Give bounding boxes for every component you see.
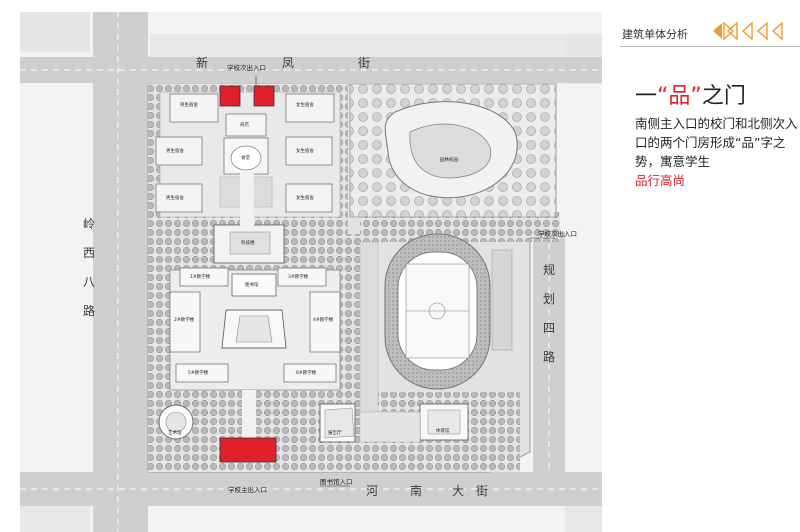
building-label: 女生宿舍 xyxy=(296,103,314,108)
building-label: 园林校园 xyxy=(440,158,458,163)
north-road-char-1: 新 xyxy=(196,56,209,70)
west-road-char-2: 西 xyxy=(82,246,95,260)
east-road-char-2: 划 xyxy=(542,292,555,306)
building-label: 6#教学楼 xyxy=(296,371,317,376)
library-entrance-label: 图书馆入口 xyxy=(320,478,353,486)
east-road-char-3: 四 xyxy=(542,321,555,335)
west-road-char-3: 八 xyxy=(82,275,95,289)
section-header: 建筑单体分析 xyxy=(612,10,800,47)
south-road-char-1: 河 xyxy=(366,484,379,498)
body-text: 南侧主入口的校门和北侧次入口的两个门房形成“品”字之势，寓意学生 xyxy=(635,116,798,169)
building-label: 商店 xyxy=(240,123,249,128)
north-road-char-3: 街 xyxy=(358,56,371,70)
site-plan-drawing xyxy=(20,12,602,532)
south-road-char-4: 街 xyxy=(476,484,489,498)
building-label: 科技楼 xyxy=(241,241,255,246)
building-label: 图书馆 xyxy=(245,283,259,288)
east-road-name: 规 划 四 路 xyxy=(542,256,556,372)
building-label: 5#教学楼 xyxy=(188,371,209,376)
east-entrance-label: 学校次出入口 xyxy=(538,230,577,238)
heading-suffix: 之门 xyxy=(701,84,746,109)
west-road-char-1: 岭 xyxy=(82,217,95,231)
north-entrance-label: 学校次出入口 xyxy=(227,64,266,72)
building-label: 1#教学楼 xyxy=(190,275,211,280)
east-road-char-1: 规 xyxy=(542,263,555,277)
body-highlight: 品行高尚 xyxy=(635,173,686,188)
heading-prefix: 一 xyxy=(635,84,658,109)
building-label: 食堂 xyxy=(241,156,250,161)
south-road-char-2: 南 xyxy=(410,484,423,498)
building-label: 艺术馆 xyxy=(168,431,182,436)
building-label: 男生宿舍 xyxy=(166,149,184,154)
building-label: 4#教学楼 xyxy=(313,318,334,323)
arrow-decoration-icon xyxy=(713,22,783,40)
header-divider xyxy=(620,46,800,47)
south-road-char-3: 大 xyxy=(452,484,465,498)
building-label: 女生宿舍 xyxy=(296,196,314,201)
description-panel: 一“品”之门 南侧主入口的校门和北侧次入口的两个门房形成“品”字之势，寓意学生品… xyxy=(635,82,800,190)
building-label: 体育馆 xyxy=(436,429,450,434)
north-road-char-2: 凤 xyxy=(282,56,295,70)
west-road-name: 岭 西 八 路 xyxy=(82,210,96,326)
building-label: 2#教学楼 xyxy=(174,318,195,323)
east-road-char-4: 路 xyxy=(542,350,555,364)
building-label: 报告厅 xyxy=(328,431,342,436)
south-main-entrance-label: 学校主出入口 xyxy=(228,486,267,494)
panel-heading: 一“品”之门 xyxy=(635,82,800,112)
panel-body: 南侧主入口的校门和北侧次入口的两个门房形成“品”字之势，寓意学生品行高尚 xyxy=(635,114,800,190)
heading-quoted: “品” xyxy=(657,84,702,109)
west-road-char-4: 路 xyxy=(82,304,95,318)
building-label: 3#教学楼 xyxy=(288,275,309,280)
building-label: 男生宿舍 xyxy=(180,103,198,108)
building-label: 男生宿舍 xyxy=(166,196,184,201)
building-label: 女生宿舍 xyxy=(296,149,314,154)
section-title: 建筑单体分析 xyxy=(622,28,688,41)
site-plan: 新 凤 街 岭 西 八 路 规 划 四 路 河 南 大 街 学校次出入口 学校次… xyxy=(20,12,602,532)
